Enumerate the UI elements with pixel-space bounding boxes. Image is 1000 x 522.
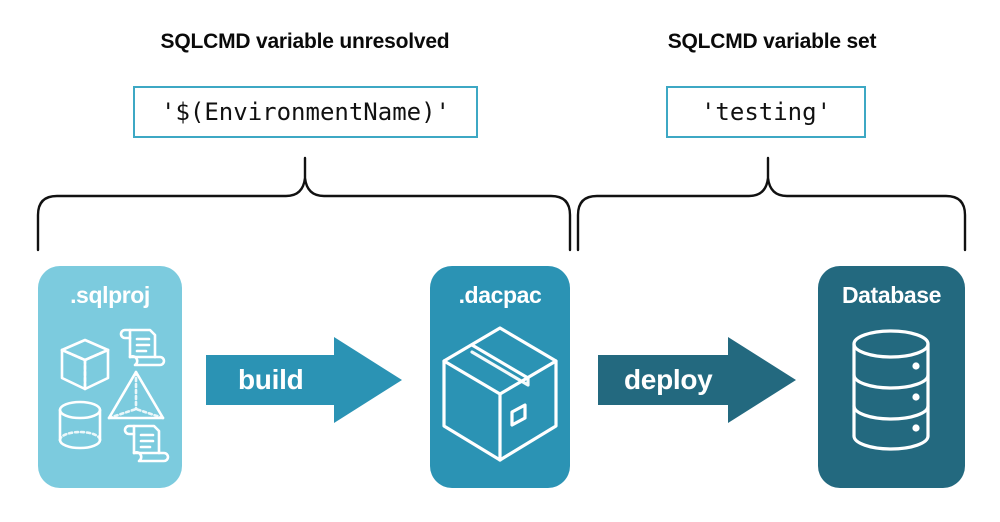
script-icon (119, 328, 166, 367)
annotation-heading-right: SQLCMD variable set (667, 30, 877, 53)
transition-label-build: build (238, 364, 304, 395)
cylinder-icon (58, 400, 102, 450)
stage-label-database: Database (841, 282, 942, 308)
variable-value-box-right: 'testing' (666, 86, 866, 138)
variable-value-left: '$(EnvironmentName)' (161, 98, 450, 126)
brace-left (36, 156, 572, 252)
database-cylinder-icon (852, 329, 930, 451)
arrow-right-icon (598, 337, 796, 423)
transition-arrow-deploy: deploy (598, 337, 796, 423)
stage-box-database: Database (818, 266, 965, 488)
variable-value-right: 'testing' (700, 98, 832, 126)
arrow-right-icon (206, 337, 402, 423)
stage-label-sqlproj: .sqlproj (70, 282, 150, 308)
pyramid-icon (107, 370, 165, 420)
stage-label-dacpac: .dacpac (458, 282, 542, 308)
transition-arrow-build: build (206, 337, 402, 423)
stage-box-sqlproj: .sqlproj (38, 266, 182, 488)
package-box-icon (442, 326, 558, 462)
transition-label-deploy: deploy (624, 364, 713, 395)
annotation-heading-left: SQLCMD variable unresolved (160, 30, 450, 53)
project-shapes-icon (58, 328, 170, 463)
brace-right (576, 156, 967, 252)
cube-icon (60, 338, 110, 391)
variable-value-box-left: '$(EnvironmentName)' (133, 86, 478, 138)
stage-box-dacpac: .dacpac (430, 266, 570, 488)
script-icon (123, 424, 170, 463)
